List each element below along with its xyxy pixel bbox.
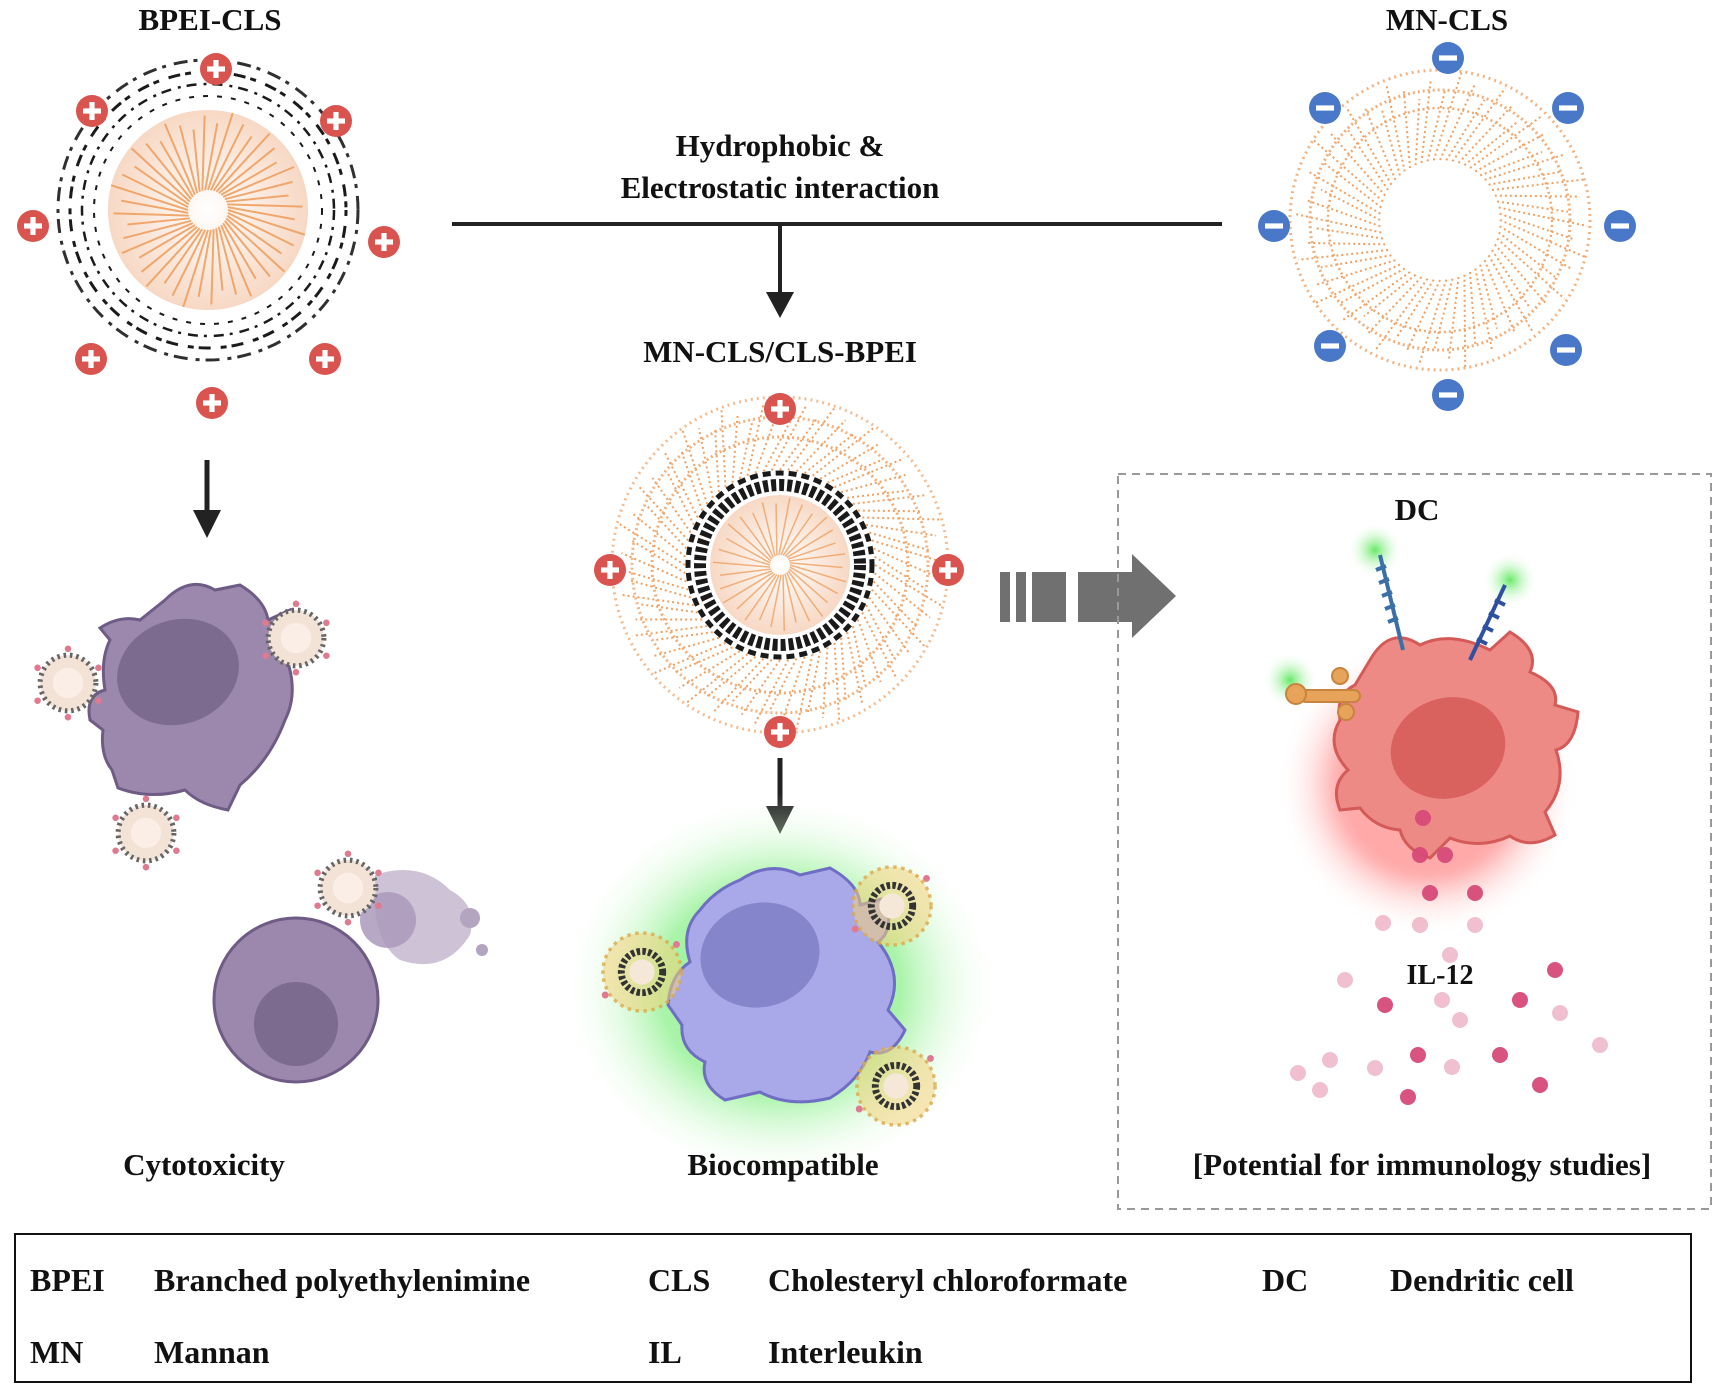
cytokine-dot xyxy=(1437,847,1453,863)
legend-term-bpei: Branched polyethylenimine xyxy=(154,1262,531,1298)
immunology-box xyxy=(1117,473,1712,1210)
complex-outer-chains xyxy=(611,402,947,731)
cytokine-dot xyxy=(1422,885,1438,901)
cytokine-dot xyxy=(1415,810,1431,826)
legend-abbr-bpei: BPEI xyxy=(30,1262,105,1298)
plus-charge-icon xyxy=(196,387,228,419)
toxic-cell-lower xyxy=(212,866,488,1084)
legend-term-il: Interleukin xyxy=(768,1334,923,1370)
cytokine-dot xyxy=(1410,1047,1426,1063)
cytokine-dot xyxy=(1512,992,1528,1008)
cytokine-dot xyxy=(1367,1060,1383,1076)
cytokine-dot xyxy=(1434,992,1450,1008)
mn-cls-chains xyxy=(1295,71,1588,368)
cytokine-dot xyxy=(1337,972,1353,988)
bpei-cls-particle xyxy=(56,58,360,362)
plus-charge-icon xyxy=(594,554,626,586)
bpei-core-chains xyxy=(110,112,306,308)
cytokine-dot xyxy=(1444,1059,1460,1075)
cytokine-dot xyxy=(1442,947,1458,963)
cytokine-dot xyxy=(1552,1005,1568,1021)
legend-term-cls: Cholesteryl chloroformate xyxy=(768,1262,1128,1298)
cytokine-dot xyxy=(1312,1082,1328,1098)
cytokine-dot xyxy=(1467,885,1483,901)
mini-particle xyxy=(112,796,179,871)
minus-charge-icon xyxy=(1550,334,1582,366)
minus-charge-icon xyxy=(1432,379,1464,411)
plus-charge-icon xyxy=(200,53,232,85)
legend-abbr-mn: MN xyxy=(30,1334,84,1370)
cytokine-dot xyxy=(1492,1047,1508,1063)
cytokine-dot xyxy=(1532,1077,1548,1093)
legend-box: BPEI Branched polyethylenimine CLS Chole… xyxy=(14,1233,1692,1383)
down-arrow-icon xyxy=(193,510,221,538)
bpei-cls-label: BPEI-CLS xyxy=(138,2,282,37)
cytokine-dot xyxy=(1377,997,1393,1013)
cytokine-dot xyxy=(1412,847,1428,863)
cytokine-dot xyxy=(1467,917,1483,933)
plus-charge-icon xyxy=(309,343,341,375)
immunology-label: [Potential for immunology studies] xyxy=(1192,1147,1652,1182)
plus-charge-icon xyxy=(320,105,352,137)
biocompatible-cell xyxy=(666,866,907,1104)
il12-label: IL-12 xyxy=(1406,960,1474,991)
down-arrow-icon xyxy=(766,292,794,318)
cytokine-dot xyxy=(1400,1089,1416,1105)
interaction-label-line2: Electrostatic interaction xyxy=(620,170,940,205)
cytokine-dot xyxy=(1592,1037,1608,1053)
plus-charge-icon xyxy=(76,95,108,127)
minus-charge-icon xyxy=(1432,42,1464,74)
il12-cytokines xyxy=(1290,810,1608,1105)
mn-cls-label: MN-CLS xyxy=(1385,2,1509,37)
legend-term-mn: Mannan xyxy=(154,1334,270,1370)
complex-particle xyxy=(610,395,950,735)
minus-charge-icon xyxy=(1258,210,1290,242)
cytokine-dot xyxy=(1290,1065,1306,1081)
plus-charge-icon xyxy=(368,226,400,258)
receptor-icon xyxy=(1468,584,1507,661)
right-arrow-icon xyxy=(1000,554,1176,638)
legend-term-dc: Dendritic cell xyxy=(1390,1262,1574,1298)
plus-charge-icon xyxy=(75,343,107,375)
plus-charge-icon xyxy=(932,554,964,586)
legend-abbr-dc: DC xyxy=(1262,1262,1309,1298)
minus-charge-icon xyxy=(1309,92,1341,124)
cytokine-dot xyxy=(1547,962,1563,978)
receptor-icon xyxy=(1375,554,1405,651)
legend-abbr-il: IL xyxy=(648,1334,682,1370)
interaction-label-line1: Hydrophobic & xyxy=(675,128,885,163)
biocompatible-label: Biocompatible xyxy=(687,1147,879,1182)
receptor-icon xyxy=(1285,667,1361,721)
mn-cls-particle xyxy=(1288,68,1592,372)
minus-charge-icon xyxy=(1604,210,1636,242)
complex-label: MN-CLS/CLS-BPEI xyxy=(643,334,917,369)
plus-charge-icon xyxy=(764,716,796,748)
plus-charge-icon xyxy=(17,210,49,242)
minus-charge-icon xyxy=(1314,330,1346,362)
cytokine-dot xyxy=(1375,915,1391,931)
plus-charge-icon xyxy=(764,393,796,425)
minus-charge-icon xyxy=(1552,92,1584,124)
dc-label: DC xyxy=(1394,492,1440,527)
dendritic-cell xyxy=(1332,630,1580,860)
legend-abbr-cls: CLS xyxy=(648,1262,711,1298)
cytotoxicity-label: Cytotoxicity xyxy=(123,1147,285,1182)
toxic-cell-upper xyxy=(87,582,295,812)
cytokine-dot xyxy=(1412,917,1428,933)
cytokine-dot xyxy=(1322,1052,1338,1068)
cytokine-dot xyxy=(1452,1012,1468,1028)
